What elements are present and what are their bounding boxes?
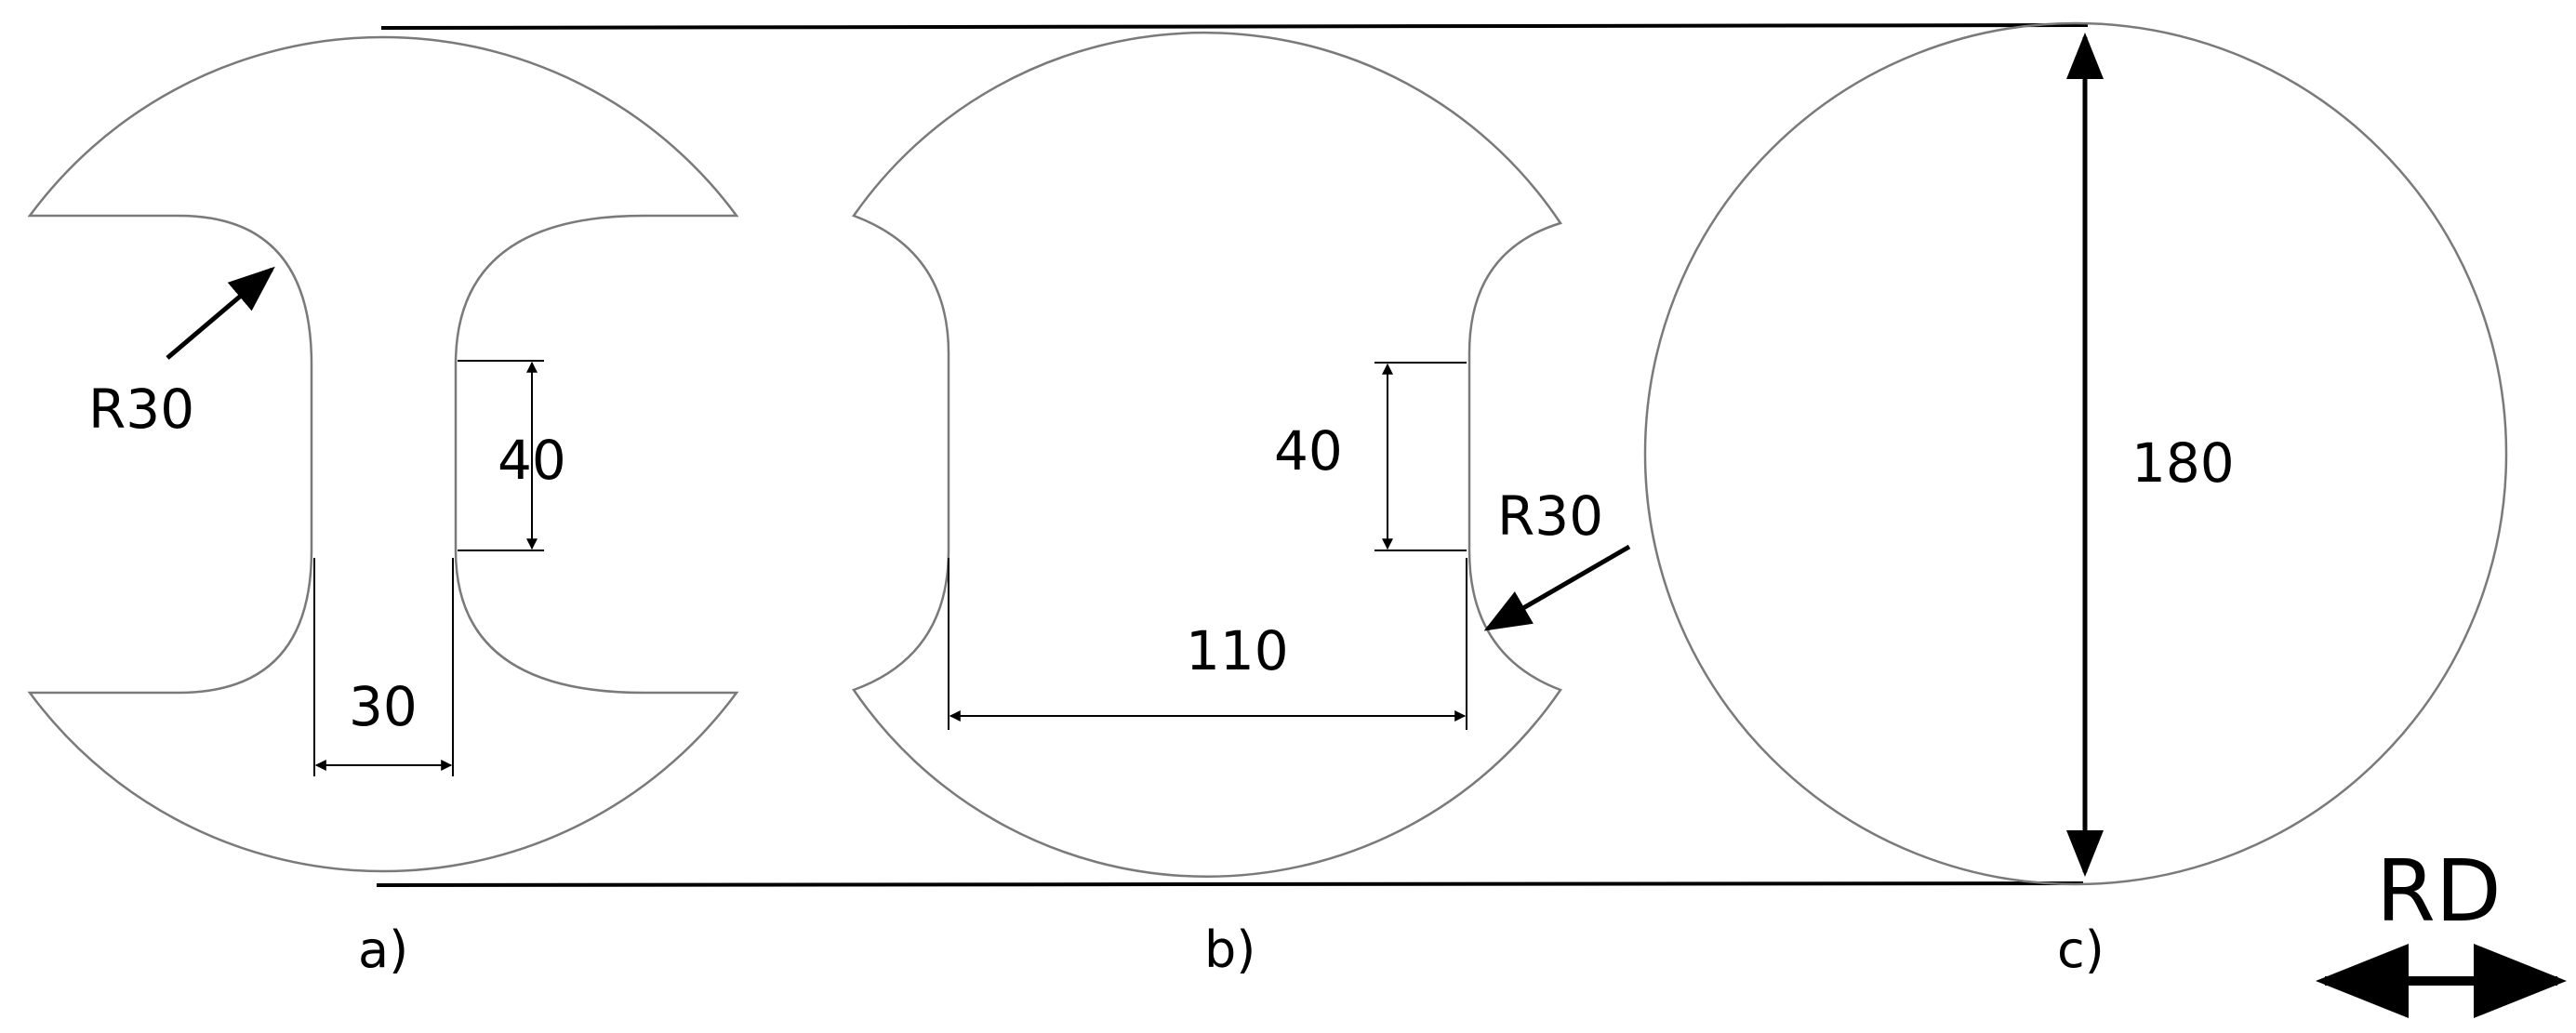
label-c-diameter: 180 bbox=[2131, 431, 2235, 495]
specimen-c: 180 c) bbox=[1643, 21, 2508, 979]
top-tangent-line bbox=[380, 23, 2089, 30]
specimen-b-outline bbox=[852, 31, 1562, 878]
label-rd: RD bbox=[2376, 841, 2502, 941]
specimen-c-outline bbox=[1643, 21, 2508, 886]
label-a-radius: R30 bbox=[88, 377, 194, 441]
label-b-width: 110 bbox=[1186, 619, 1289, 682]
label-b-radius: R30 bbox=[1497, 484, 1603, 548]
caption-c: c) bbox=[2057, 920, 2105, 979]
specimen-a-outline bbox=[27, 35, 739, 873]
specimen-b: 110 40 R30 b) bbox=[852, 31, 1631, 979]
label-a-width: 30 bbox=[349, 675, 418, 738]
arrow-a-radius bbox=[166, 266, 275, 360]
caption-b: b) bbox=[1204, 920, 1255, 979]
caption-a: a) bbox=[358, 920, 408, 979]
bottom-tangent-line bbox=[376, 881, 2084, 887]
rolling-direction: RD bbox=[2316, 841, 2567, 1018]
specimen-a: 30 40 R30 a) bbox=[27, 35, 739, 979]
label-b-gauge: 40 bbox=[1274, 419, 1343, 483]
arrow-b-radius bbox=[1483, 544, 1631, 631]
label-a-gauge: 40 bbox=[498, 429, 566, 492]
